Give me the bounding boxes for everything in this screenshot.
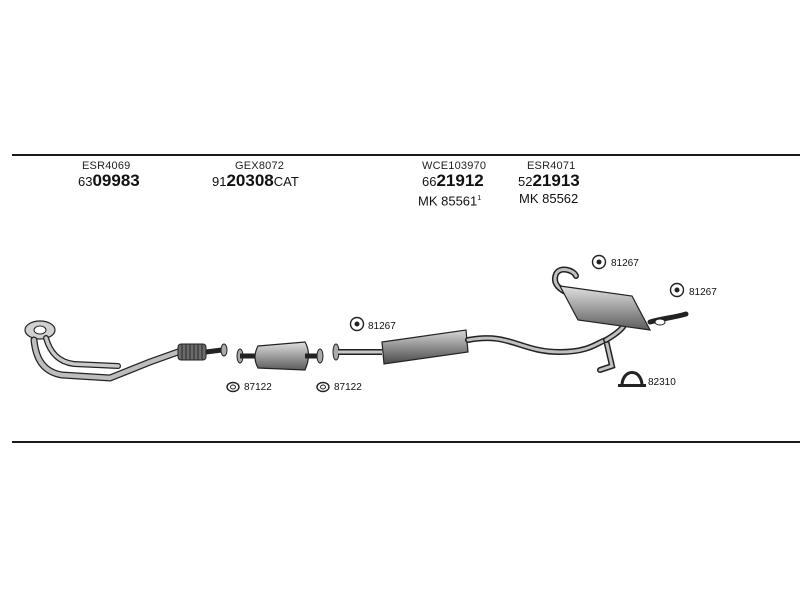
- flange-hole: [33, 325, 47, 335]
- part-number: 6309983: [78, 171, 140, 190]
- gasket-icon[interactable]: [316, 381, 330, 393]
- part-header-middle-silencer[interactable]: WCE103970 6621912 MK 855611: [418, 160, 487, 209]
- fitting-label: 81267: [689, 287, 717, 298]
- bottom-divider: [12, 441, 800, 443]
- top-divider: [12, 154, 800, 156]
- catalytic-converter[interactable]: [236, 341, 324, 371]
- clamp-icon[interactable]: [618, 371, 646, 388]
- fitting-label: 81267: [611, 258, 639, 269]
- middle-silencer[interactable]: [332, 329, 616, 373]
- fitting-label: 87122: [334, 382, 362, 393]
- part-code: WCE103970: [422, 160, 487, 172]
- fitting-label: 87122: [244, 382, 272, 393]
- mounting-kit-number: MK 85562: [519, 191, 579, 206]
- rubber-mount-icon[interactable]: [669, 282, 685, 298]
- part-header-front-pipe[interactable]: ESR4069 6309983: [78, 160, 140, 191]
- gasket-icon[interactable]: [226, 381, 240, 393]
- front-pipe[interactable]: [24, 320, 228, 382]
- fitting-label: 81267: [368, 321, 396, 332]
- part-header-catalyst[interactable]: GEX8072 9120308CAT: [212, 160, 299, 191]
- part-header-rear-silencer[interactable]: ESR4071 5221913 MK 85562: [518, 160, 580, 207]
- fitting-label: 82310: [648, 377, 676, 388]
- rear-silencer[interactable]: [552, 266, 689, 343]
- part-number: 6621912: [422, 171, 484, 190]
- rubber-mount-icon[interactable]: [349, 316, 365, 332]
- part-code: GEX8072: [235, 160, 285, 172]
- part-number: 5221913: [518, 171, 580, 190]
- part-code: ESR4069: [82, 160, 131, 172]
- part-code: ESR4071: [527, 160, 576, 172]
- part-number: 9120308CAT: [212, 171, 299, 190]
- rubber-mount-icon[interactable]: [591, 254, 607, 270]
- mounting-kit-number: MK 855611: [418, 193, 482, 209]
